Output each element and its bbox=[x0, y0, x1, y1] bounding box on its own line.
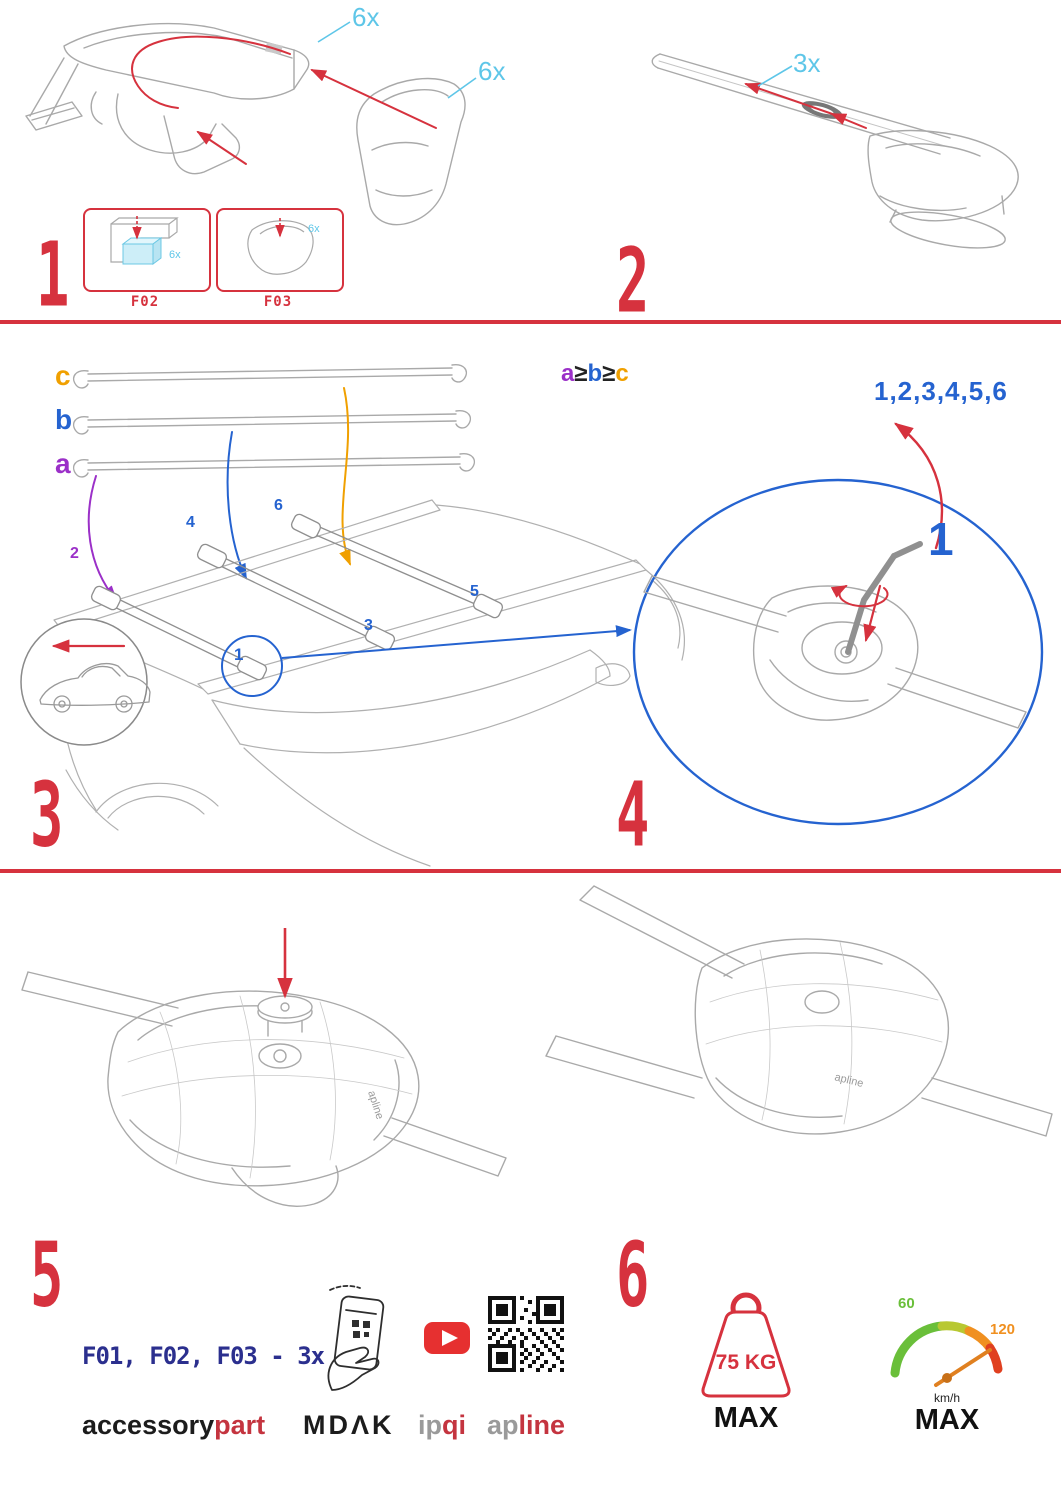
step-number-6: 6 bbox=[616, 1222, 649, 1327]
step-number-1: 1 bbox=[36, 222, 69, 327]
step2-bar-drawing bbox=[651, 53, 1019, 249]
step4-detail-drawing bbox=[632, 422, 1044, 826]
brand-mdak: MDΛK bbox=[303, 1410, 395, 1440]
part-box-f03: 6x bbox=[216, 208, 344, 292]
rule-ge-1: ≥ bbox=[574, 360, 588, 387]
step-number-2: 2 bbox=[616, 228, 649, 333]
brand-accessorypart-black: accessory bbox=[82, 1410, 215, 1440]
max-speed-label: MAX bbox=[914, 1404, 980, 1436]
foot-detail-drawing bbox=[643, 575, 1027, 729]
car-roof-drawing bbox=[53, 499, 685, 867]
step6-mesh-lines bbox=[705, 941, 943, 1125]
position-label-2: 2 bbox=[70, 545, 79, 562]
brand-ipqi-gray: ip bbox=[418, 1410, 442, 1440]
length-rule: a≥b≥c bbox=[561, 362, 629, 386]
brand-ipqi-red: qi bbox=[442, 1410, 466, 1440]
part-box-f03-label: F03 bbox=[263, 294, 293, 310]
section-divider-1 bbox=[0, 320, 1061, 324]
brand-accessorypart: accessorypart bbox=[82, 1412, 265, 1439]
step5-mesh-lines bbox=[121, 995, 413, 1179]
sequence-arrow bbox=[894, 422, 944, 550]
scan-phone-icon bbox=[327, 1285, 385, 1391]
parts-quantity-line: F01, F02, F03 - 3x bbox=[82, 1342, 325, 1370]
youtube-icon bbox=[424, 1322, 470, 1354]
brand-apline-red: line bbox=[518, 1410, 566, 1440]
crossbar-c-drawing bbox=[72, 364, 468, 389]
box1-qty-label: 6x bbox=[169, 249, 181, 261]
part-box-f02-label: F02 bbox=[130, 294, 160, 310]
rule-a: a bbox=[561, 360, 575, 387]
weight-limit-icon bbox=[701, 1292, 791, 1398]
step1-foot-drawing bbox=[25, 23, 310, 175]
brand-accessorypart-red: part bbox=[214, 1410, 266, 1440]
bar-label-c: c bbox=[55, 360, 71, 391]
step1-callout-lines bbox=[317, 21, 477, 99]
phone-qr-pixels bbox=[352, 1320, 370, 1338]
crossbar-b-drawing bbox=[72, 410, 472, 435]
qr-code bbox=[488, 1296, 564, 1372]
section-divider-2 bbox=[0, 869, 1061, 873]
middle-section-art bbox=[20, 364, 1044, 867]
max-weight-value: 75 KG bbox=[715, 1351, 777, 1374]
speed-low-label: 60 bbox=[898, 1295, 915, 1312]
brand-apline: apline bbox=[487, 1412, 565, 1439]
qty-label-6x-b: 6x bbox=[478, 56, 506, 86]
part-box-f03-art: 6x bbox=[247, 218, 320, 275]
position-label-6: 6 bbox=[274, 497, 283, 514]
step5-foot-brand-label: apline bbox=[365, 1089, 385, 1121]
step1-cover-drawing bbox=[356, 77, 466, 226]
speed-limit-icon bbox=[890, 1321, 1003, 1387]
step2-red-arrows bbox=[744, 82, 867, 129]
brand-ipqi: ipqi bbox=[418, 1412, 466, 1439]
car-direction-inset bbox=[20, 618, 151, 746]
first-position-callout: 1 bbox=[928, 513, 954, 565]
brand-apline-gray: ap bbox=[487, 1410, 519, 1440]
step6-foot-drawing: apline bbox=[545, 885, 1053, 1137]
bottom-section-art: apline apline bbox=[21, 885, 1053, 1398]
qty-label-3x: 3x bbox=[793, 48, 821, 78]
top-section-art bbox=[25, 21, 1019, 249]
step-number-5: 5 bbox=[30, 1222, 63, 1327]
crossbar-a-drawing bbox=[72, 453, 476, 478]
rule-ge-2: ≥ bbox=[602, 360, 616, 387]
step1-red-arrows bbox=[131, 35, 437, 165]
speed-unit-label: km/h bbox=[933, 1391, 960, 1405]
position-label-4: 4 bbox=[186, 514, 195, 531]
first-foot-highlight bbox=[221, 625, 632, 697]
step6-foot-brand-label: apline bbox=[833, 1071, 864, 1090]
tighten-sequence-label: 1,2,3,4,5,6 bbox=[874, 376, 1008, 406]
qty-label-6x-a: 6x bbox=[352, 2, 380, 32]
part-box-f02: 6x bbox=[83, 208, 211, 292]
rule-c: c bbox=[615, 360, 629, 387]
step5-foot-drawing: apline bbox=[21, 971, 507, 1207]
allen-key-drawing bbox=[845, 541, 923, 655]
position-label-5: 5 bbox=[470, 583, 479, 600]
box2-qty-label: 6x bbox=[308, 223, 320, 235]
position-label-1: 1 bbox=[234, 645, 244, 664]
tighten-arrows bbox=[830, 584, 889, 643]
part-box-f02-art: 6x bbox=[110, 216, 181, 265]
max-weight-label: MAX bbox=[713, 1402, 779, 1434]
step2-callout-line bbox=[757, 65, 793, 87]
bar-label-b: b bbox=[55, 404, 73, 435]
bar-label-a: a bbox=[55, 448, 71, 479]
speed-high-label: 120 bbox=[990, 1321, 1016, 1338]
inset-car-drawing bbox=[39, 663, 151, 713]
pad-mini-drawing bbox=[121, 237, 163, 265]
step-number-4: 4 bbox=[616, 762, 649, 867]
position-label-3: 3 bbox=[364, 617, 373, 634]
step-number-3: 3 bbox=[30, 762, 63, 867]
rule-b: b bbox=[587, 360, 603, 387]
